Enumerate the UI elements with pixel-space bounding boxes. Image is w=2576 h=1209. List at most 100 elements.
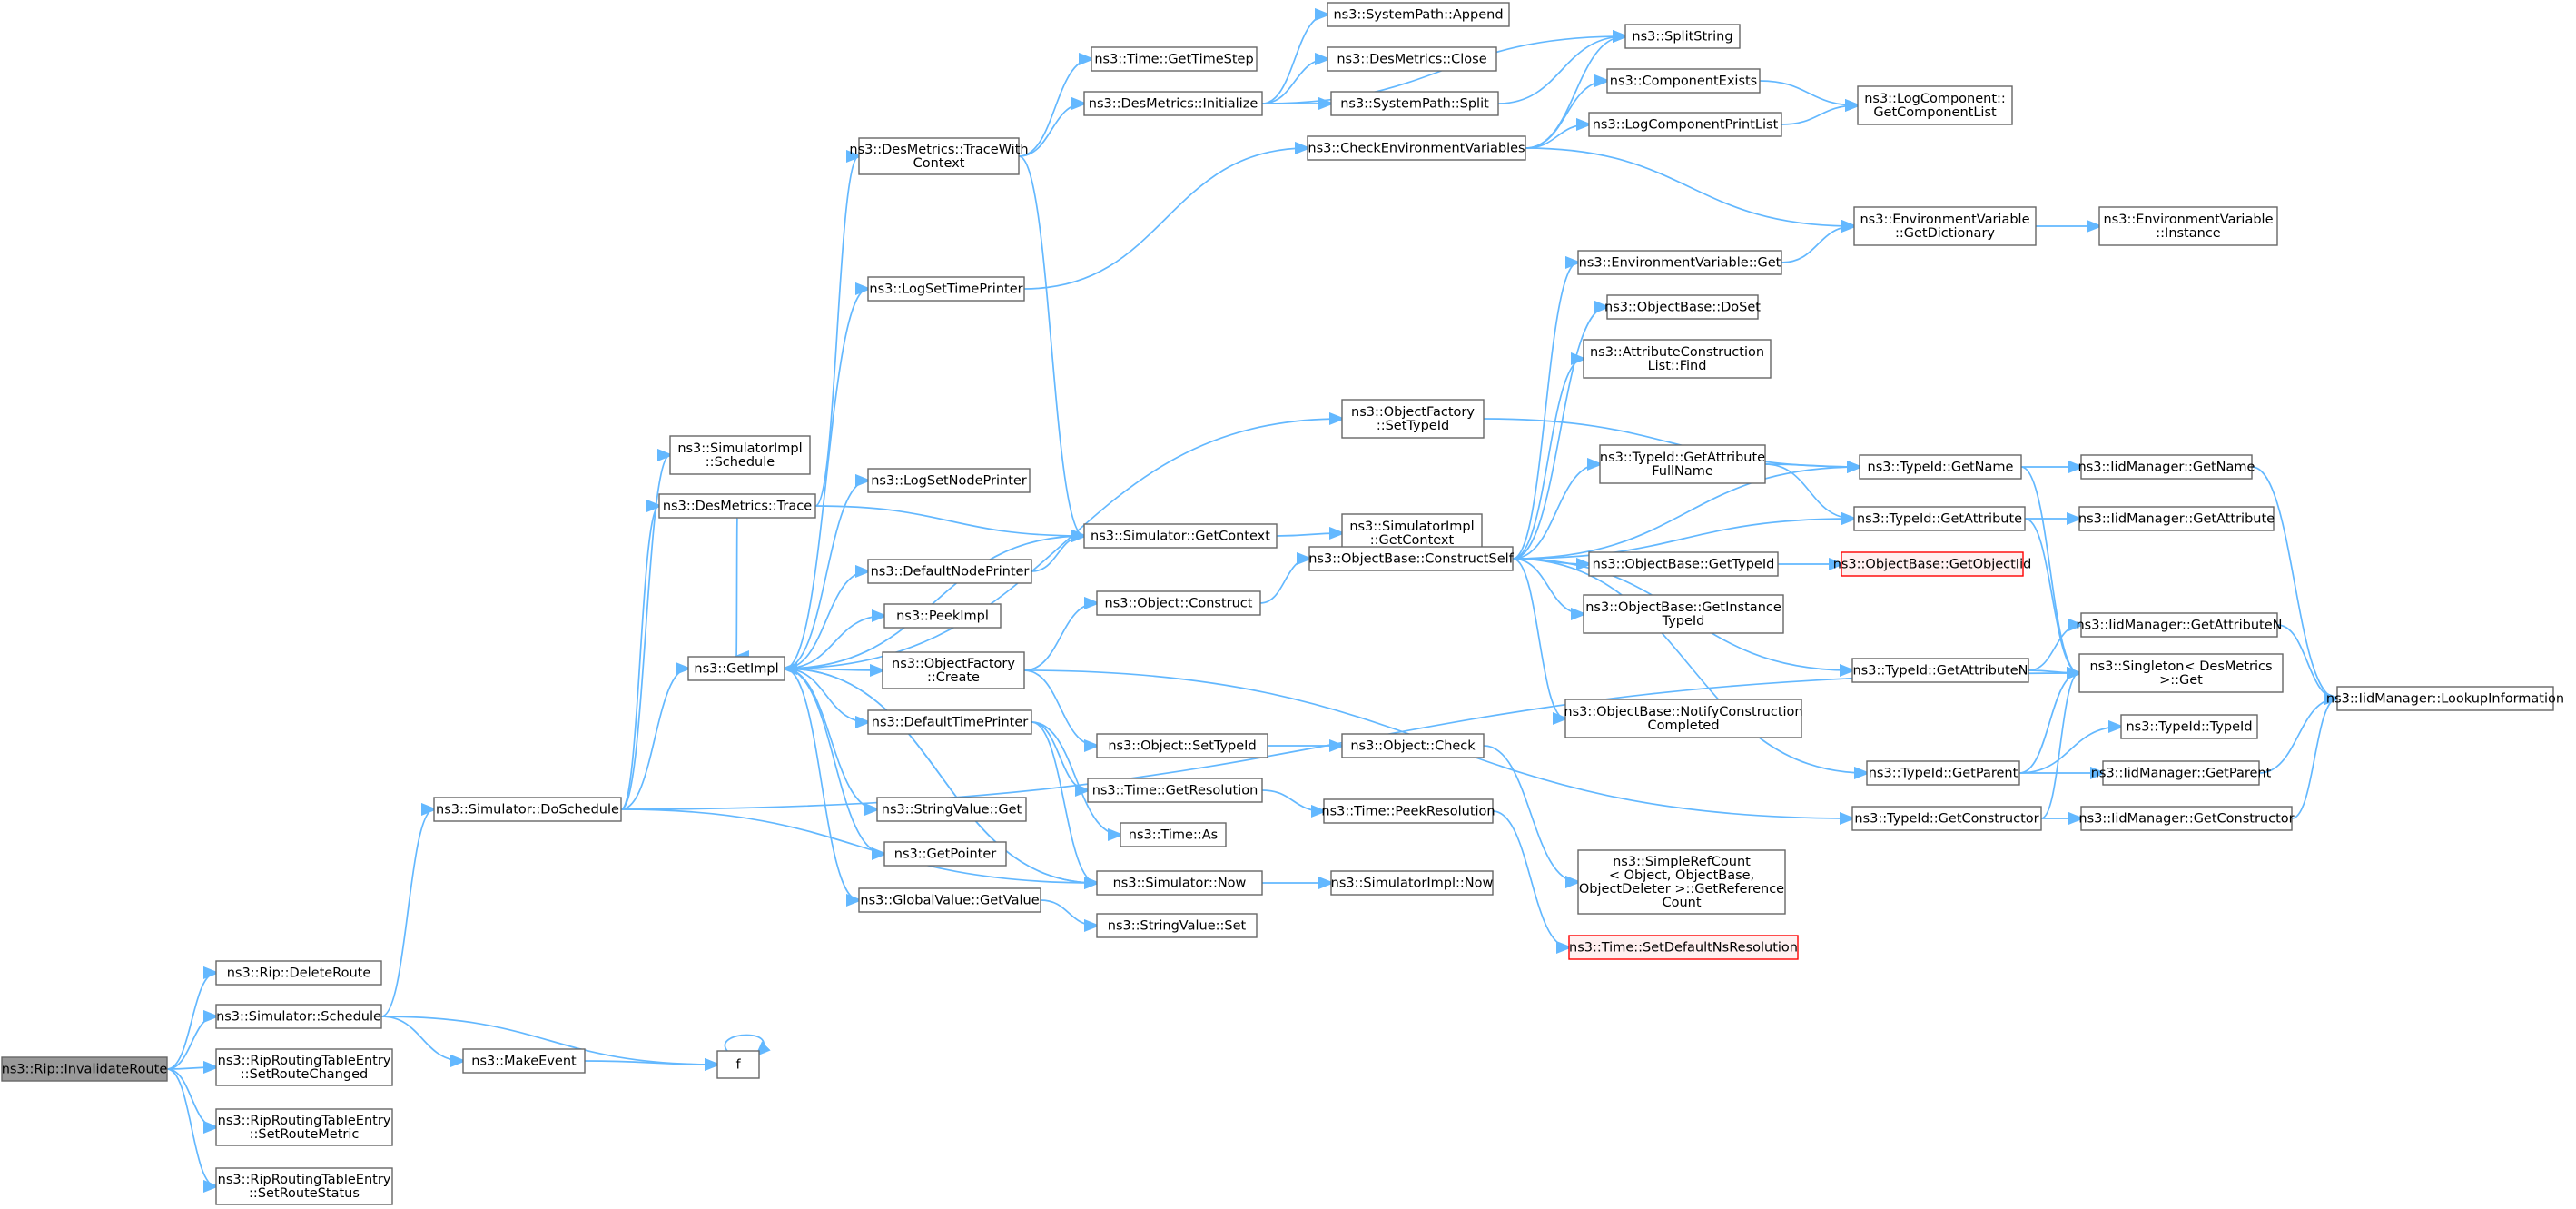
node-typeIdGetConstructor[interactable]: ns3::TypeId::GetConstructor — [1851, 806, 2042, 831]
node-deleteRoute[interactable]: ns3::Rip::DeleteRoute — [215, 960, 382, 986]
node-sysPathAppend[interactable]: ns3::SystemPath::Append — [1327, 2, 1510, 27]
node-iidGetAttributeN[interactable]: ns3::IidManager::GetAttributeN — [2076, 612, 2283, 638]
node-box — [658, 493, 816, 519]
node-label: Completed — [1647, 718, 1719, 733]
node-box — [1606, 68, 1761, 94]
node-desTrace[interactable]: ns3::DesMetrics::Trace — [658, 493, 816, 519]
node-timeAs[interactable]: ns3::Time::As — [1120, 822, 1227, 847]
node-timeSetDefaultNs[interactable]: ns3::Time::SetDefaultNsResolution — [1568, 935, 1799, 960]
node-desClose[interactable]: ns3::DesMetrics::Close — [1327, 46, 1497, 72]
node-iidGetConstructor[interactable]: ns3::IidManager::GetConstructor — [2078, 806, 2295, 831]
node-makeEvent[interactable]: ns3::MakeEvent — [462, 1048, 586, 1074]
node-typeIdGetAttribute[interactable]: ns3::TypeId::GetAttribute — [1853, 506, 2026, 531]
node-globalValueGetValue[interactable]: ns3::GlobalValue::GetValue — [858, 887, 1041, 913]
edge-iidGetName-to-iidLookupInfo — [2251, 466, 2337, 699]
node-simImplNow[interactable]: ns3::SimulatorImpl::Now — [1330, 870, 1494, 896]
node-label: ::Instance — [2156, 226, 2221, 241]
node-iidLookupInfo[interactable]: ns3::IidManager::LookupInformation — [2326, 686, 2564, 711]
node-label: ns3::StringValue::Set — [1108, 919, 1247, 934]
node-objFactorySetTypeId[interactable]: ns3::ObjectFactory::SetTypeId — [1341, 399, 1485, 439]
node-iidGetName[interactable]: ns3::IidManager::GetName — [2078, 454, 2255, 480]
node-invalidate[interactable]: ns3::Rip::InvalidateRoute — [1, 1056, 168, 1082]
node-label: ns3::ObjectBase::GetInstance — [1585, 600, 1781, 615]
node-box — [1564, 699, 1802, 738]
node-setRouteChanged[interactable]: ns3::RipRoutingTableEntry::SetRouteChang… — [215, 1048, 393, 1086]
node-sysPathSplit[interactable]: ns3::SystemPath::Split — [1330, 91, 1499, 116]
node-objBaseNotify[interactable]: ns3::ObjectBase::NotifyConstructionCompl… — [1564, 699, 1803, 738]
node-box — [2080, 806, 2293, 831]
node-objFactoryCreate[interactable]: ns3::ObjectFactory::Create — [882, 651, 1025, 689]
node-box — [2098, 206, 2278, 246]
node-stringValueGet[interactable]: ns3::StringValue::Get — [876, 797, 1027, 822]
node-envVarGetDict[interactable]: ns3::EnvironmentVariable::GetDictionary — [1853, 206, 2037, 246]
node-peekImpl[interactable]: ns3::PeekImpl — [883, 603, 1002, 629]
node-defaultNodePrinter[interactable]: ns3::DefaultNodePrinter — [867, 559, 1032, 584]
edge-objFactoryCreate-to-objectConstruct — [1023, 603, 1097, 671]
node-objectSetTypeId[interactable]: ns3::Object::SetTypeId — [1096, 733, 1268, 758]
node-objectConstruct[interactable]: ns3::Object::Construct — [1096, 590, 1261, 616]
node-logCompPrintList[interactable]: ns3::LogComponentPrintList — [1588, 112, 1782, 137]
node-objBaseConstructSelf[interactable]: ns3::ObjectBase::ConstructSelf — [1308, 546, 1515, 571]
node-label: List::Find — [1648, 359, 1707, 373]
node-componentExists[interactable]: ns3::ComponentExists — [1606, 68, 1761, 94]
node-typeIdTypeId[interactable]: ns3::TypeId::TypeId — [2120, 714, 2258, 739]
node-f[interactable]: f — [716, 1050, 760, 1079]
node-label: ns3::Time::As — [1129, 828, 1218, 843]
node-timeGetResolution[interactable]: ns3::Time::GetResolution — [1087, 778, 1263, 803]
node-singletonGet[interactable]: ns3::Singleton< DesMetrics>::Get — [2078, 653, 2284, 693]
node-box — [2078, 653, 2284, 693]
node-getPointer[interactable]: ns3::GetPointer — [883, 841, 1007, 867]
node-logSetTimePrinter[interactable]: ns3::LogSetTimePrinter — [867, 276, 1025, 302]
node-label: ::GetContext — [1370, 533, 1455, 548]
node-desInitialize[interactable]: ns3::DesMetrics::Initialize — [1083, 91, 1263, 116]
node-label: ns3::EnvironmentVariable — [1860, 213, 2029, 227]
node-doSchedule[interactable]: ns3::Simulator::DoSchedule — [433, 797, 622, 822]
node-objBaseGetObjectIid[interactable]: ns3::ObjectBase::GetObjectIid — [1833, 551, 2032, 577]
node-getImpl[interactable]: ns3::GetImpl — [687, 656, 785, 681]
node-objBaseGetTypeId[interactable]: ns3::ObjectBase::GetTypeId — [1588, 551, 1779, 577]
node-box — [1096, 733, 1268, 758]
node-envVarInstance[interactable]: ns3::EnvironmentVariable::Instance — [2098, 206, 2278, 246]
edge-objBaseConstructSelf-to-typeIdGetParent — [1512, 558, 1867, 773]
node-simpleRefCount[interactable]: ns3::SimpleRefCount< Object, ObjectBase,… — [1577, 849, 1786, 915]
edge-desTraceWith-to-desInitialize — [1018, 104, 1084, 157]
node-defaultTimePrinter[interactable]: ns3::DefaultTimePrinter — [867, 709, 1032, 735]
node-splitString[interactable]: ns3::SplitString — [1624, 24, 1741, 49]
edge-invalidate-to-schedule — [166, 1016, 216, 1070]
node-logCompGetList[interactable]: ns3::LogComponent::GetComponentList — [1857, 85, 2013, 125]
node-timeGetTimeStep[interactable]: ns3::Time::GetTimeStep — [1091, 46, 1258, 72]
node-typeIdGetName[interactable]: ns3::TypeId::GetName — [1859, 454, 2022, 480]
node-simNow[interactable]: ns3::Simulator::Now — [1096, 870, 1263, 896]
node-iidGetParent[interactable]: ns3::IidManager::GetParent — [2091, 760, 2272, 786]
node-box — [687, 656, 785, 681]
node-stringValueSet[interactable]: ns3::StringValue::Set — [1096, 913, 1258, 938]
node-label: ns3::Simulator::Schedule — [216, 1010, 381, 1025]
node-label: ns3::MakeEvent — [471, 1055, 577, 1069]
node-label: ns3::Object::Construct — [1105, 597, 1253, 611]
node-iidGetAttribute[interactable]: ns3::IidManager::GetAttribute — [2078, 506, 2275, 531]
node-logSetNodePrinter[interactable]: ns3::LogSetNodePrinter — [867, 468, 1031, 493]
node-setRouteStatus[interactable]: ns3::RipRoutingTableEntry::SetRouteStatu… — [215, 1167, 393, 1205]
node-simGetContext[interactable]: ns3::Simulator::GetContext — [1083, 523, 1278, 549]
node-checkEnvVars[interactable]: ns3::CheckEnvironmentVariables — [1307, 135, 1526, 161]
node-simImplSchedule[interactable]: ns3::SimulatorImpl::Schedule — [669, 435, 811, 475]
node-box — [1568, 935, 1799, 960]
node-objectCheck[interactable]: ns3::Object::Check — [1341, 733, 1485, 758]
node-envVarGet[interactable]: ns3::EnvironmentVariable::Get — [1577, 250, 1782, 275]
edge-getImpl-to-stringValueGet — [784, 668, 877, 809]
node-objBaseDoSet[interactable]: ns3::ObjectBase::DoSet — [1604, 294, 1761, 320]
node-typeIdGetAttributeN[interactable]: ns3::TypeId::GetAttributeN — [1851, 658, 2029, 683]
edge-checkEnvVars-to-componentExists — [1525, 81, 1607, 149]
node-box — [2336, 686, 2554, 711]
node-schedule[interactable]: ns3::Simulator::Schedule — [215, 1004, 382, 1029]
node-timePeekResolution[interactable]: ns3::Time::PeekResolution — [1321, 798, 1495, 824]
edge-defaultTimePrinter-to-timeAs — [1031, 721, 1120, 835]
node-setRouteMetric[interactable]: ns3::RipRoutingTableEntry::SetRouteMetri… — [215, 1108, 393, 1146]
node-typeIdGetParent[interactable]: ns3::TypeId::GetParent — [1866, 760, 2020, 786]
node-label: ns3::RipRoutingTableEntry — [218, 1173, 391, 1187]
